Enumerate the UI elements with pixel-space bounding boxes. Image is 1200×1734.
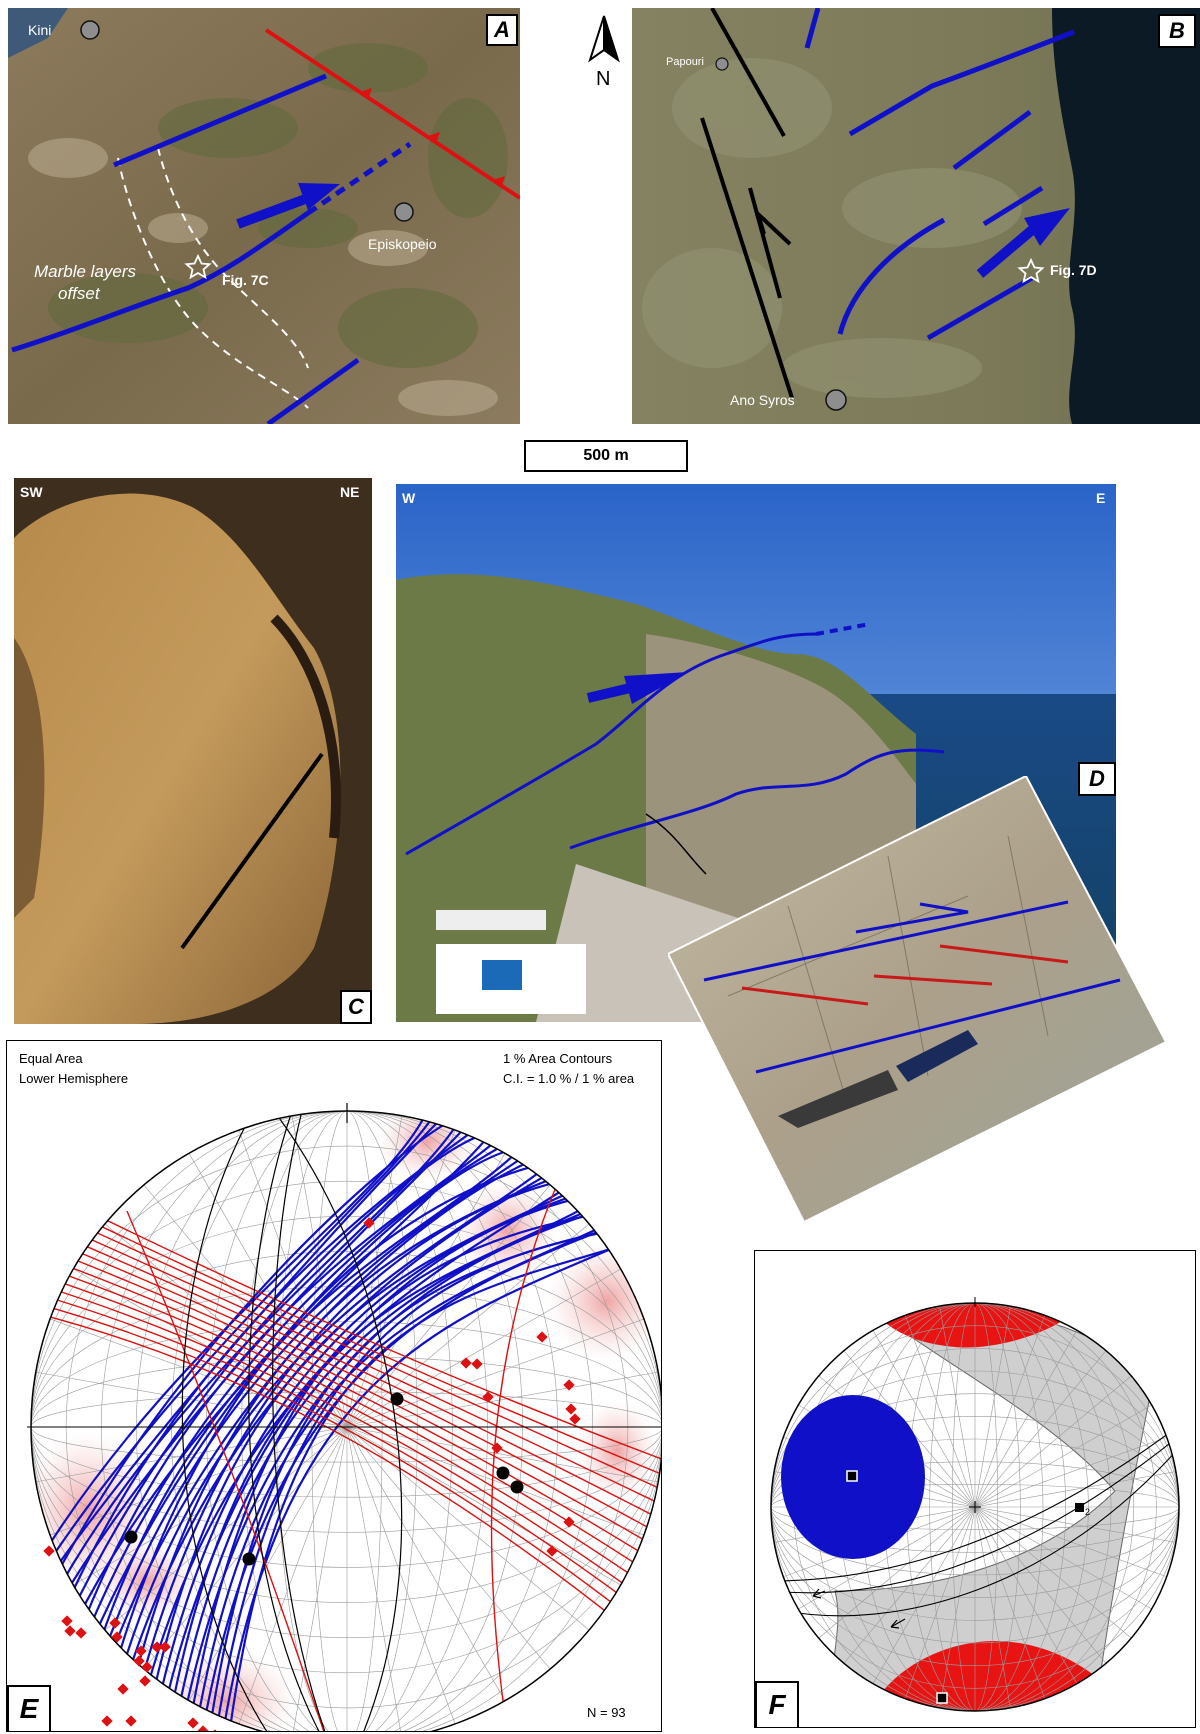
black-dot-poles [124, 1392, 524, 1566]
scale-bar: 500 m [524, 440, 688, 472]
direction-sw: SW [20, 484, 43, 500]
blue-fault-upper-dashed [815, 622, 871, 636]
panel-f-stereonet: 2 F [754, 1250, 1196, 1728]
blue-fault-dashed [306, 141, 412, 216]
town-marker-papouri [715, 57, 729, 71]
direction-e: E [1096, 490, 1106, 506]
panel-letter-f: F [755, 1681, 799, 1727]
panel-letter-e: E [7, 1685, 51, 1731]
contour-label-1: 1 % Area Contours [503, 1051, 613, 1066]
panel-b-map: Papouri Ano Syros Fig. 7D B [632, 8, 1200, 424]
panel-d-inset-photo [668, 776, 1166, 1226]
star-icon [1017, 257, 1045, 284]
stereonet-e-svg [27, 1103, 661, 1731]
inset-photo-svg [668, 776, 1166, 1224]
blue-fault-1 [113, 73, 327, 168]
sea-area [8, 8, 68, 58]
slip-arrows [812, 1588, 906, 1629]
black-great-circles [181, 1111, 403, 1731]
panel-letter-d: D [1078, 762, 1116, 796]
blue-fault-lower [569, 748, 945, 850]
panel-letter-b: B [1158, 14, 1196, 48]
blue-fault-upper [405, 632, 817, 856]
axis-2-label: 2 [1085, 1507, 1091, 1517]
inset-rock-face [668, 776, 1166, 1224]
photo-c-svg [14, 478, 372, 1024]
path-trace [645, 813, 707, 875]
map-b-svg [632, 8, 1200, 424]
thrust-arrow-shaft [976, 226, 1036, 278]
axis-2-marker [1075, 1503, 1084, 1512]
map-a-svg [8, 8, 520, 424]
vegetation-patches [48, 43, 508, 368]
axis-3-marker [936, 1692, 948, 1704]
blue-fault-2 [11, 210, 310, 353]
north-label: N [596, 68, 611, 90]
projection-label-1: Equal Area [19, 1051, 83, 1066]
panel-a-map: Kini Episkopeio Marble layers offset Fig… [8, 8, 520, 424]
panel-letter-c: C [340, 990, 372, 1024]
direction-ne: NE [340, 484, 360, 500]
axis-1-marker [846, 1470, 858, 1482]
building-1 [436, 910, 546, 930]
place-label-papouri: Papouri [666, 56, 704, 68]
marble-offset-label-2: offset [58, 284, 100, 303]
blue-faults [804, 8, 1075, 341]
slickenline-trace [180, 752, 324, 950]
thrust-arrow-head [298, 183, 340, 210]
place-label-ano-syros: Ano Syros [730, 392, 795, 408]
town-marker-kini [80, 20, 100, 40]
terrain-patches [642, 58, 1022, 398]
fault-ticks [360, 88, 505, 188]
inset-cracks [727, 835, 1049, 1107]
inset-shear-arrow [855, 902, 969, 934]
star-icon [184, 253, 212, 280]
rock-crack [270, 614, 341, 839]
thrust-arrow-shaft [586, 683, 632, 703]
field-patches [28, 138, 498, 416]
hammer-handle [896, 1030, 978, 1082]
direction-w: W [402, 490, 416, 506]
place-label-kini: Kini [28, 22, 52, 38]
sea-area [1052, 8, 1200, 424]
blue-great-circles [31, 1111, 661, 1731]
outline-dashed-outer [117, 157, 309, 409]
count-label: N = 93 [587, 1705, 626, 1720]
hammer-head [778, 1070, 898, 1128]
rock-shadow [14, 638, 45, 918]
panel-c-photo: SW NE C [14, 478, 372, 1024]
building-window [482, 960, 522, 990]
north-arrow-icon [588, 15, 620, 63]
blue-fault-3 [266, 357, 360, 424]
panel-letter-a: A [486, 14, 518, 46]
stereonet-f-svg [770, 1297, 1180, 1712]
red-diamond-poles [43, 1217, 581, 1731]
thrust-arrow-shaft [236, 193, 310, 229]
thrust-arrow-head [624, 672, 688, 704]
fig-ref-7d: Fig. 7D [1050, 262, 1097, 278]
contour-label-2: C.I. = 1.0 % / 1 % area [503, 1071, 635, 1086]
inset-blue-fault-1 [703, 900, 1069, 982]
panel-e-stereonet: Equal Area Lower Hemisphere 1 % Area Con… [6, 1040, 662, 1732]
black-faults [700, 8, 794, 399]
rock-face [14, 493, 341, 1024]
north-arrow: N [576, 8, 632, 98]
plane-traces [771, 1420, 1179, 1617]
inset-red-lineations [741, 944, 1069, 1006]
projection-label-2: Lower Hemisphere [19, 1071, 129, 1086]
red-fault-line [264, 28, 520, 200]
town-marker-ano-syros [825, 389, 847, 411]
fig-ref-7c: Fig. 7C [222, 272, 269, 288]
place-label-episkopeio: Episkopeio [368, 236, 437, 252]
marble-offset-label-1: Marble layers [34, 262, 137, 281]
town-marker-episkopeio [394, 202, 414, 222]
inset-blue-fault-2 [755, 978, 1121, 1074]
thrust-arrow-head [1024, 208, 1070, 246]
